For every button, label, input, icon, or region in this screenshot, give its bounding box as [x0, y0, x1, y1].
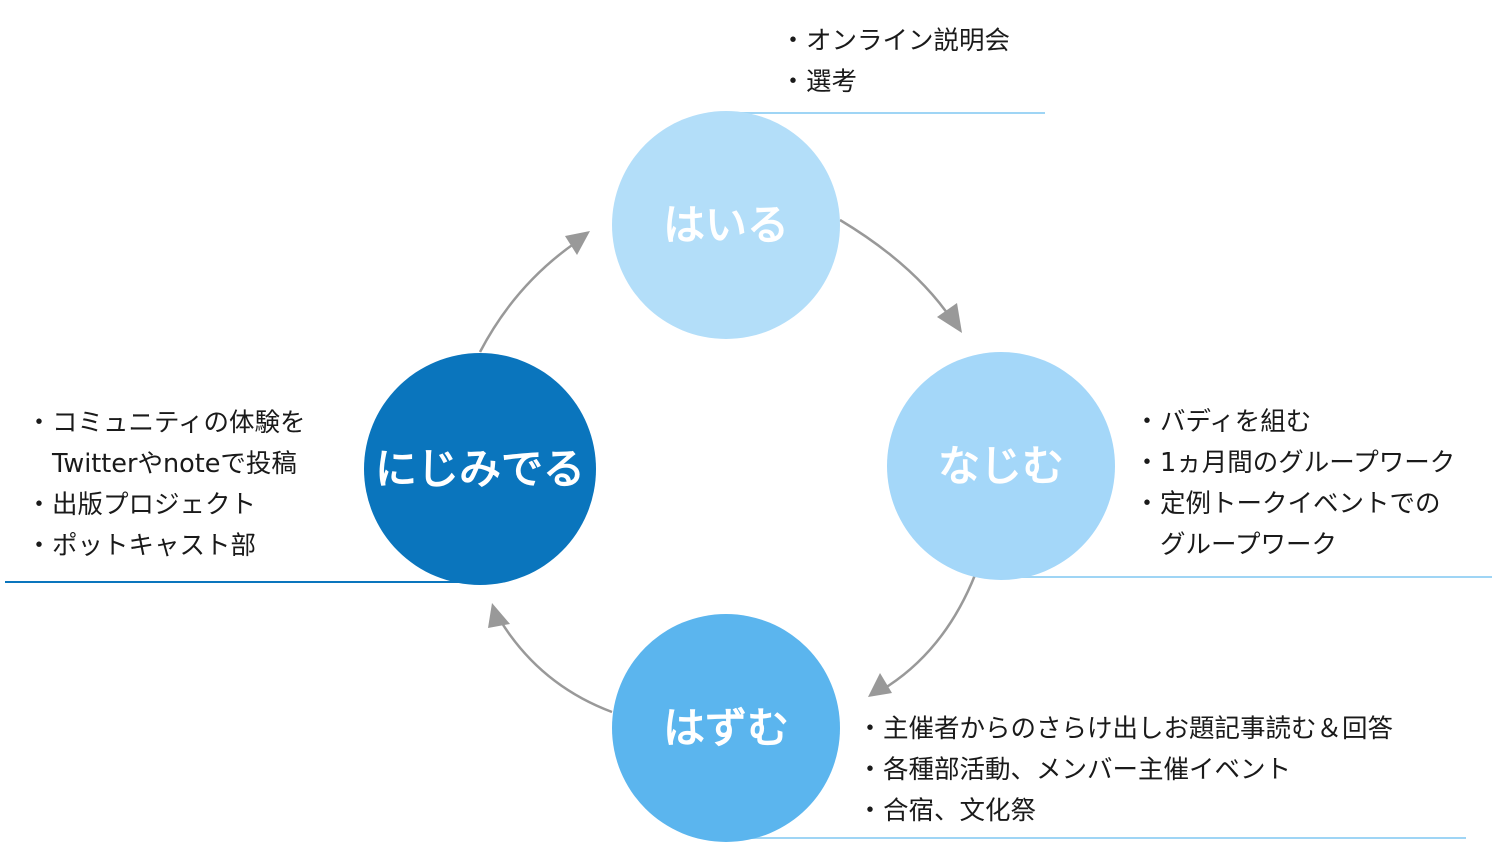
note-text: 出版プロジェクト — [52, 490, 257, 520]
note-item: ・合宿、文化祭 — [857, 796, 1037, 826]
node-hairu: はいる — [612, 111, 840, 339]
node-najimu-circle — [887, 352, 1115, 580]
note-text: ポットキャスト部 — [52, 531, 257, 561]
node-hazumu-label: はずむ — [663, 704, 789, 753]
note-item: ・主催者からのさらけ出しお題記事読む＆回答 — [857, 714, 1394, 744]
note-text: 各種部活動、メンバー主催イベント — [883, 755, 1292, 785]
note-item: ・各種部活動、メンバー主催イベント — [857, 755, 1292, 785]
note-item: ・オンライン説明会 — [780, 26, 1011, 56]
note-item: ・選考 — [780, 67, 858, 97]
note-item: ・バディを組む — [1134, 407, 1312, 437]
note-text: 1ヵ月間のグループワーク — [1160, 448, 1456, 478]
note-text: バディを組む — [1160, 407, 1312, 437]
node-nijimideru: にじみでる — [364, 353, 596, 585]
arrow-hazumu-to-nijimideru — [488, 603, 613, 714]
note-item: ・定例トークイベントでの — [1134, 489, 1441, 519]
node-nijimideru-circle — [364, 353, 596, 585]
arrow-nijimideru-to-hairu — [478, 231, 590, 353]
node-nijimideru-label: にじみでる — [375, 445, 585, 494]
note-text: グループワーク — [1160, 530, 1337, 560]
node-hairu-label: はいる — [663, 201, 789, 250]
note-text: 合宿、文化祭 — [883, 796, 1037, 826]
note-item: ・1ヵ月間のグループワーク — [1134, 448, 1456, 478]
node-najimu-label: なじむ — [938, 442, 1064, 491]
note-text: Twitterやnoteで投稿 — [52, 449, 297, 479]
notes-najimu: ・バディを組む ・1ヵ月間のグループワーク ・定例トークイベントでの グループワ… — [1134, 402, 1455, 566]
arrow-hairu-to-najimu — [839, 218, 962, 333]
notes-hairu: ・オンライン説明会 ・選考 — [780, 21, 1010, 103]
note-text: コミュニティの体験を — [52, 408, 306, 438]
note-item: ・ポットキャスト部 — [26, 531, 257, 561]
note-item: Twitterやnoteで投稿 — [26, 444, 305, 485]
notes-hazumu: ・主催者からのさらけ出しお題記事読む＆回答 ・各種部活動、メンバー主催イベント … — [857, 709, 1393, 832]
note-text: 選考 — [806, 67, 858, 97]
note-item: グループワーク — [1134, 525, 1455, 566]
note-item: ・出版プロジェクト — [26, 490, 257, 520]
note-text: オンライン説明会 — [806, 26, 1011, 56]
notes-nijimideru: ・コミュニティの体験を Twitterやnoteで投稿 ・出版プロジェクト ・ポ… — [26, 403, 305, 567]
note-item: ・コミュニティの体験を — [26, 408, 306, 438]
arrow-najimu-to-hazumu — [868, 574, 977, 697]
node-hairu-circle — [612, 111, 840, 339]
node-hazumu: はずむ — [612, 614, 840, 842]
node-hazumu-circle — [612, 614, 840, 842]
note-text: 定例トークイベントでの — [1160, 489, 1441, 519]
note-text: 主催者からのさらけ出しお題記事読む＆回答 — [883, 714, 1394, 744]
node-najimu: なじむ — [887, 352, 1115, 580]
